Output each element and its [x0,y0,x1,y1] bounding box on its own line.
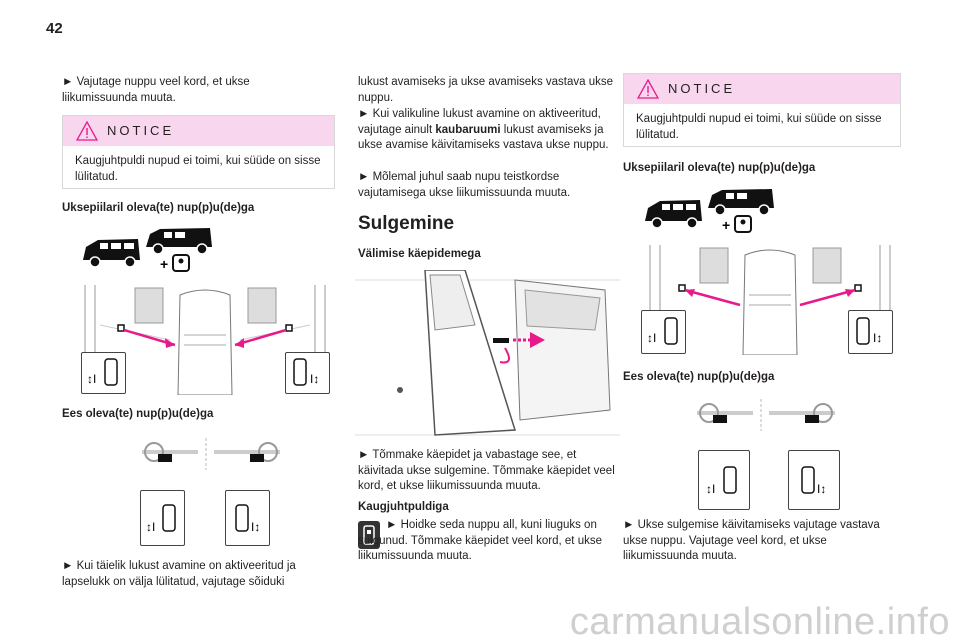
van-long-icon [146,228,212,255]
col3-para1: ► Ukse sulgemise käivitamiseks vajutage … [623,519,880,562]
col1-heading-front: Ees oleva(te) nup(p)u(de)ga [62,408,214,420]
col1-interior-illustration [80,285,330,395]
door-button-left-icon: ↕I [81,352,126,394]
door-button-right-icon: I↕ [848,310,893,354]
col1-notice: NOTICE Kaugjuhtpuldi nupud ei toimi, kui… [62,115,335,189]
col2-para1: lukust avamiseks ja ukse avamiseks vasta… [358,76,614,104]
door-button-left-icon: ↕I [641,310,686,354]
col2-para4: ► Tõmmake käepidet ja vabastage see, et … [358,449,615,492]
van-icons: + [645,189,774,233]
svg-text:I↕: I↕ [817,482,826,496]
steering-wheel-left-icon [699,403,719,423]
svg-text:I↕: I↕ [251,520,260,534]
front-button-right-icon: I↕ [225,490,270,546]
svg-text:I↕: I↕ [310,372,319,386]
col1-para1: ► Vajutage nuppu veel kord, et ukse liik… [62,76,250,104]
front-button-left-icon: ↕I [698,450,750,510]
notice-title: NOTICE [668,81,736,96]
steering-wheel-right-icon [813,403,833,423]
warning-icon [637,79,659,99]
steering-wheel-icons [142,438,280,470]
col2-heading-handle: Välimise käepidemega [358,248,481,260]
col2-heading-remote: Kaugjuhtpuldiga [358,501,449,513]
col3-interior-illustration [645,245,895,355]
col2-para2: ► Kui valikuline lukust avamine on aktiv… [358,108,609,151]
col3-heading-pillar: Uksepiilaril oleva(te) nup(p)u(de)ga [623,162,816,174]
col1-heading-pillar: Uksepiilaril oleva(te) nup(p)u(de)ga [62,202,255,214]
bold-term: kaubaruumi [435,123,501,136]
sliding-door-illustration [355,270,620,442]
page-number: 42 [46,20,63,37]
svg-text:↕I: ↕I [87,372,96,386]
col3-notice: NOTICE Kaugjuhtpuldi nupud ei toimi, kui… [623,73,901,147]
svg-text:+: + [722,217,730,233]
steering-wheel-icons [697,399,835,431]
notice-text: Kaugjuhtpuldi nupud ei toimi, kui süüde … [636,113,882,141]
notice-title: NOTICE [107,123,175,138]
section-title: Sulgemine [358,213,455,234]
door-button-right-icon: I↕ [285,352,330,394]
van-short-icon [83,239,140,268]
col2-para5: ► Hoidke seda nuppu all, kuni liuguks on… [358,519,602,562]
notice-text: Kaugjuhtpuldi nupud ei toimi, kui süüde … [75,155,321,183]
col1-para2: ► Kui täielik lukust avamine on aktiveer… [62,560,296,588]
col2-para3: ► Mõlemal juhul saab nupu teistkordse va… [358,171,571,199]
front-button-right-icon: I↕ [788,450,840,510]
van-icons: + [83,228,212,272]
steering-wheel-left-icon [144,442,164,462]
van-long-icon [708,189,774,216]
watermark: carmanualsonline.info [569,601,950,643]
svg-text:↕I: ↕I [647,331,656,345]
warning-icon [76,121,98,141]
svg-text:+: + [160,256,168,272]
van-short-icon [645,200,702,229]
remote-sliding-door-icon [358,521,380,549]
svg-text:↕I: ↕I [706,482,715,496]
steering-wheel-right-icon [258,442,278,462]
front-button-left-icon: ↕I [140,490,185,546]
svg-text:I↕: I↕ [873,331,882,345]
col3-heading-front: Ees oleva(te) nup(p)u(de)ga [623,371,775,383]
svg-text:↕I: ↕I [146,520,155,534]
